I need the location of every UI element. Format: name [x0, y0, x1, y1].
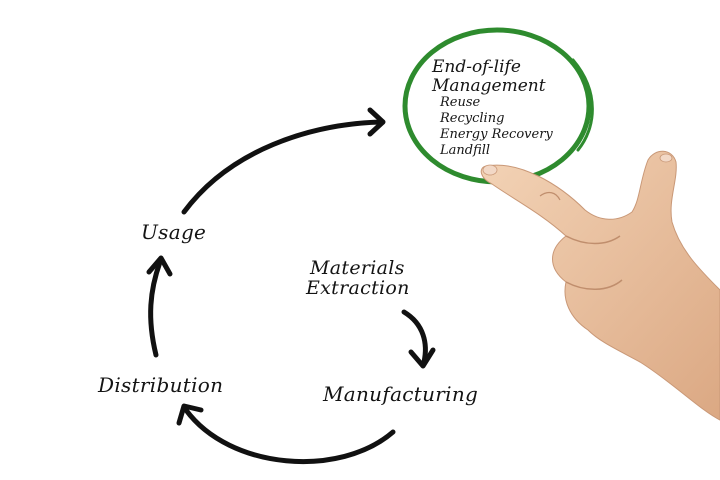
node-usage: Usage	[141, 220, 207, 244]
arrow-materials-to-manufacturing	[401, 309, 428, 365]
arrow-manufacturing-to-distribution-head	[176, 403, 204, 426]
arrow-distribution-to-usage-head	[146, 255, 173, 277]
node-materials-line2: Extraction	[306, 276, 410, 299]
node-materials-line1: Materials	[310, 257, 405, 279]
arrow-distribution-to-usage	[148, 259, 163, 358]
node-materials-extraction: Materials Extraction	[306, 257, 410, 299]
arrow-usage-to-eol	[181, 119, 384, 215]
eol-options-list: Reuse Recycling Energy Recovery Landfill	[440, 95, 553, 159]
node-manufacturing: Manufacturing	[323, 382, 479, 406]
eol-option-item: Landfill	[440, 143, 491, 158]
arrow-usage-to-eol-head	[367, 107, 386, 137]
arrow-materials-to-manufacturing-head	[408, 347, 436, 369]
pointing-hand-icon	[480, 150, 720, 421]
arrow-manufacturing-to-distribution	[183, 407, 396, 465]
eol-title-line2: Management	[432, 76, 546, 97]
eol-option-item: Reuse	[440, 95, 481, 110]
eol-title: End-of-life Management	[432, 57, 546, 97]
eol-option-item: Recycling	[440, 111, 505, 126]
node-distribution: Distribution	[98, 373, 224, 397]
eol-option-item: Energy Recovery	[440, 127, 553, 142]
eol-title-line1: End-of-life	[432, 57, 521, 77]
